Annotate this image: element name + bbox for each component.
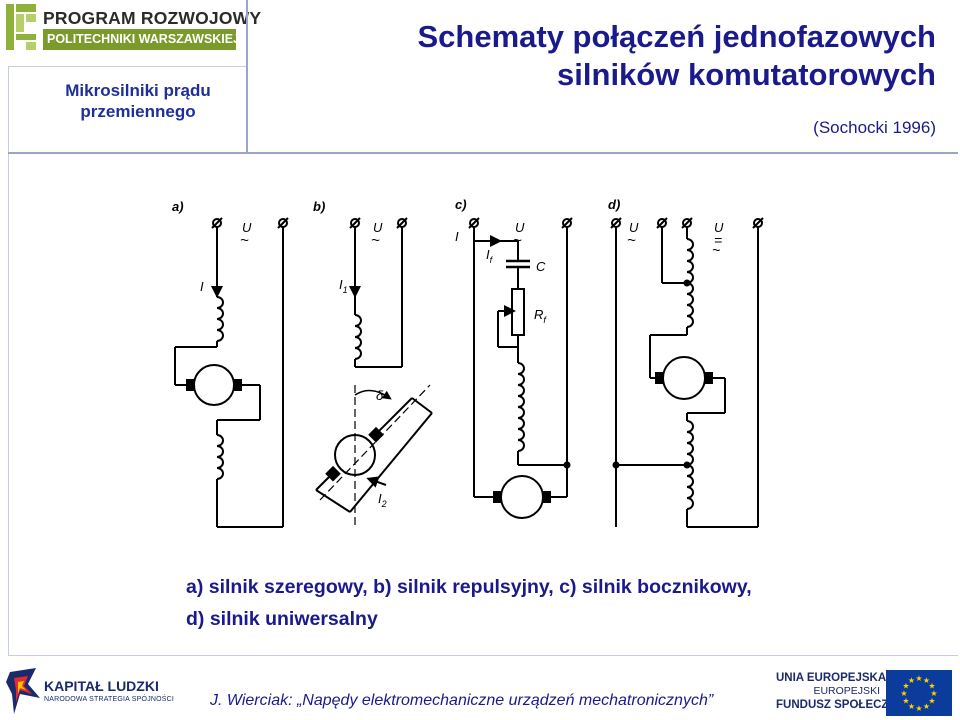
eu-european: EUROPEJSKI — [813, 685, 880, 697]
resistor — [511, 288, 525, 336]
panel-d-label: d) — [608, 197, 620, 212]
eu-star: ★ — [908, 676, 915, 685]
field-coil — [216, 296, 224, 342]
eu-star: ★ — [902, 682, 909, 691]
ac-symbol: ~ — [627, 232, 636, 249]
ac-symbol: ~ — [712, 242, 720, 258]
eu-union: UNIA EUROPEJSKA — [776, 672, 887, 684]
current-label: I — [455, 229, 459, 244]
voltage-label: U — [242, 220, 252, 235]
field-coil — [354, 314, 362, 360]
current-label: If — [486, 247, 494, 265]
slide-title-line1: Schematy połączeń jednofazowych — [417, 19, 936, 54]
course-title: Mikrosilniki prądu przemiennego — [65, 81, 211, 121]
footer-divider — [8, 655, 958, 656]
left-border — [8, 66, 9, 656]
eu-star: ★ — [923, 676, 930, 685]
field-coil — [517, 362, 525, 452]
circuit-diagram-svg: a) U ~ I b) U — [172, 197, 764, 528]
eu-star: ★ — [902, 697, 909, 706]
kapital-ludzki-star-icon — [6, 668, 40, 714]
panel-b-label: b) — [313, 199, 325, 214]
eu-social-fund: FUNDUSZ SPOŁECZNY — [776, 699, 905, 711]
current-label: I1 — [339, 277, 348, 295]
program-logo: PROGRAM ROZWOJOWY POLITECHNIKI WARSZAWSK… — [6, 4, 261, 52]
logo-title: PROGRAM ROZWOJOWY — [43, 8, 262, 28]
kapital-ludzki-name: KAPITAŁ LUDZKI — [44, 678, 159, 694]
eu-star: ★ — [908, 702, 915, 711]
circuit-diagram: a) U ~ I b) U — [150, 185, 800, 535]
ac-symbol: ~ — [240, 232, 249, 249]
kapital-ludzki-logo: KAPITAŁ LUDZKI NARODOWA STRATEGIA SPÓJNO… — [6, 668, 174, 714]
eu-star: ★ — [915, 704, 922, 713]
capacitor-label: C — [536, 259, 546, 274]
field-coil — [686, 238, 694, 284]
voltage-label: U — [629, 220, 639, 235]
slide-title-line2: silników komutatorowych — [557, 57, 936, 92]
dc-symbol: = — [714, 232, 722, 248]
eu-star: ★ — [923, 702, 930, 711]
eu-stars: ★★★★★★★★★★★★ — [900, 674, 937, 713]
eu-text-block: UNIA EUROPEJSKA EUROPEJSKI FUNDUSZ SPOŁE… — [776, 671, 905, 712]
eu-star: ★ — [900, 689, 907, 698]
field-coil — [686, 420, 694, 466]
panel-d: d) U ~ U = ~ — [608, 197, 764, 528]
footer-author: J. Wierciak: „Napędy elektromechaniczne … — [210, 692, 714, 709]
eu-star: ★ — [928, 682, 935, 691]
eu-star: ★ — [928, 697, 935, 706]
panel-a: a) U ~ I — [172, 199, 289, 528]
panel-c-label: c) — [455, 197, 467, 212]
eu-star: ★ — [915, 674, 922, 683]
motor-armature — [193, 364, 235, 406]
program-logo-icon — [6, 4, 36, 50]
voltage-label: U — [714, 220, 724, 235]
motor-armature — [500, 475, 544, 519]
motor-armature — [334, 434, 376, 476]
eu-flag-icon: ★★★★★★★★★★★★ — [886, 670, 952, 716]
motor-armature — [662, 356, 706, 400]
header-divider — [8, 152, 958, 154]
caption-line1: a) silnik szeregowy, b) silnik repulsyjn… — [186, 576, 752, 598]
resistor-label: Rf — [534, 307, 547, 325]
current-label: I2 — [378, 491, 387, 509]
header-divider-left — [8, 66, 246, 67]
slide-title: Schematy połączeń jednofazowych silników… — [296, 18, 936, 94]
caption-line2: d) silnik uniwersalny — [186, 608, 378, 630]
figure-caption: a) silnik szeregowy, b) silnik repulsyjn… — [186, 571, 886, 635]
current-label: I — [200, 279, 204, 294]
panel-c: c) U ~ I If C Rf — [455, 197, 573, 519]
angle-label: δ — [376, 388, 384, 403]
header-vertical-divider — [246, 0, 248, 152]
field-coil — [216, 434, 224, 480]
panel-b: b) U ~ I1 δ I2 — [313, 199, 433, 525]
kapital-ludzki-subtitle: NARODOWA STRATEGIA SPÓJNOŚCI — [44, 696, 175, 703]
voltage-label: U — [515, 220, 525, 235]
eu-star: ★ — [930, 689, 937, 698]
logo-subtitle: POLITECHNIKI WARSZAWSKIEJ — [43, 29, 240, 50]
ac-symbol: ~ — [371, 232, 380, 249]
panel-a-label: a) — [172, 199, 184, 214]
field-coil — [686, 282, 694, 328]
voltage-label: U — [373, 220, 383, 235]
field-coil — [686, 464, 694, 510]
citation: (Sochocki 1996) — [813, 118, 936, 137]
